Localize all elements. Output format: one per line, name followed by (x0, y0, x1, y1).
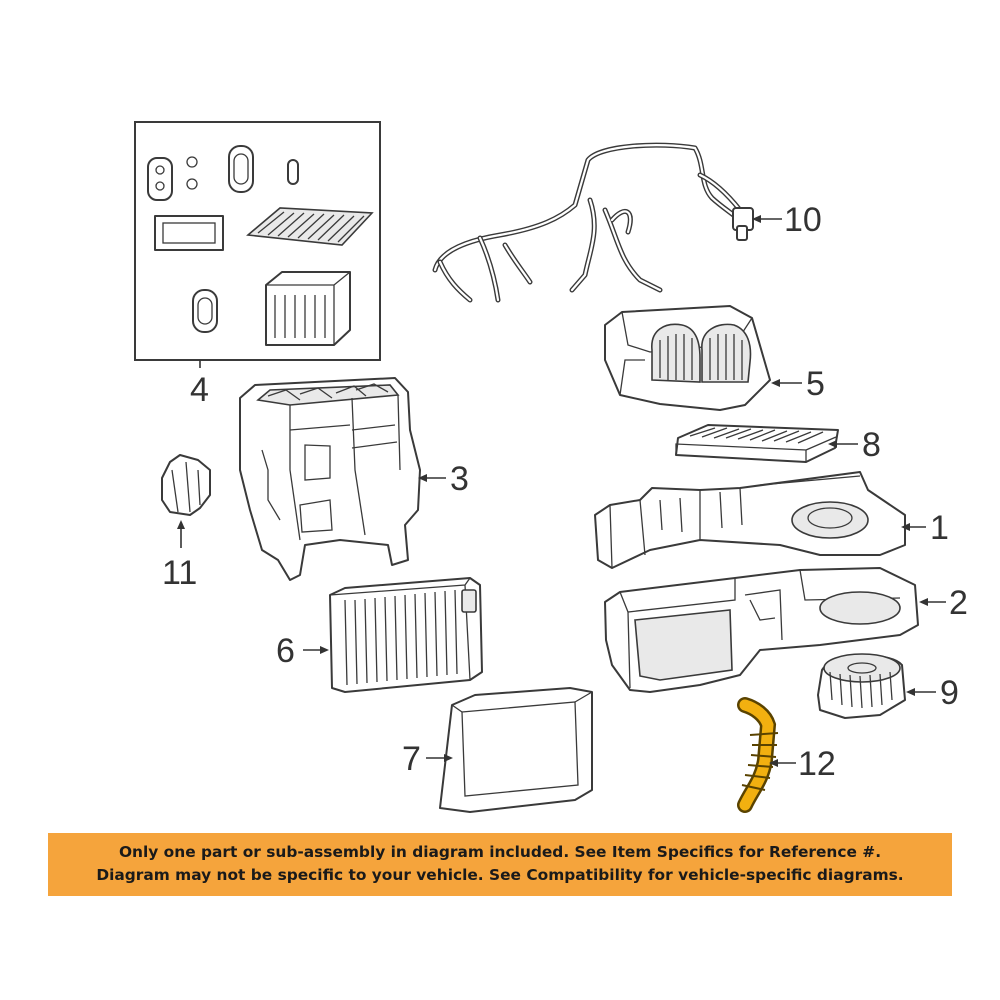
leader-lines (177, 215, 946, 767)
callout-1: 1 (930, 509, 949, 547)
callout-12: 12 (798, 745, 836, 783)
part-1-upper-housing (594, 471, 906, 569)
part-3-case-half (239, 377, 421, 581)
callout-10: 10 (784, 201, 822, 239)
callout-4: 4 (190, 371, 209, 409)
disclaimer-line-1: Only one part or sub-assembly in diagram… (118, 843, 882, 861)
callout-9: 9 (940, 674, 959, 712)
part-11-sensor (161, 454, 211, 516)
callout-6: 6 (276, 632, 295, 670)
part-7-frame (439, 687, 593, 813)
callout-8: 8 (862, 426, 881, 464)
part-12-drain-hose (737, 697, 779, 813)
part-8-cabin-filter (675, 424, 839, 463)
part-10-wiring-harness (432, 142, 754, 303)
part-9-blower-motor (817, 653, 906, 719)
callout-7: 7 (402, 740, 421, 778)
callout-3: 3 (450, 460, 469, 498)
disclaimer-banner: Only one part or sub-assembly in diagram… (48, 833, 952, 896)
part-4-kit (134, 121, 381, 361)
part-2-lower-housing (604, 567, 919, 693)
part-5-blower-housing-cover (604, 305, 771, 411)
callout-5: 5 (806, 365, 825, 403)
callout-2: 2 (949, 584, 968, 622)
callout-labels: 1 2 3 4 5 6 7 8 9 10 11 12 (162, 201, 968, 783)
part-6-evaporator-core (329, 577, 483, 693)
callout-11: 11 (162, 554, 197, 592)
disclaimer-line-2: Diagram may not be specific to your vehi… (96, 866, 904, 884)
